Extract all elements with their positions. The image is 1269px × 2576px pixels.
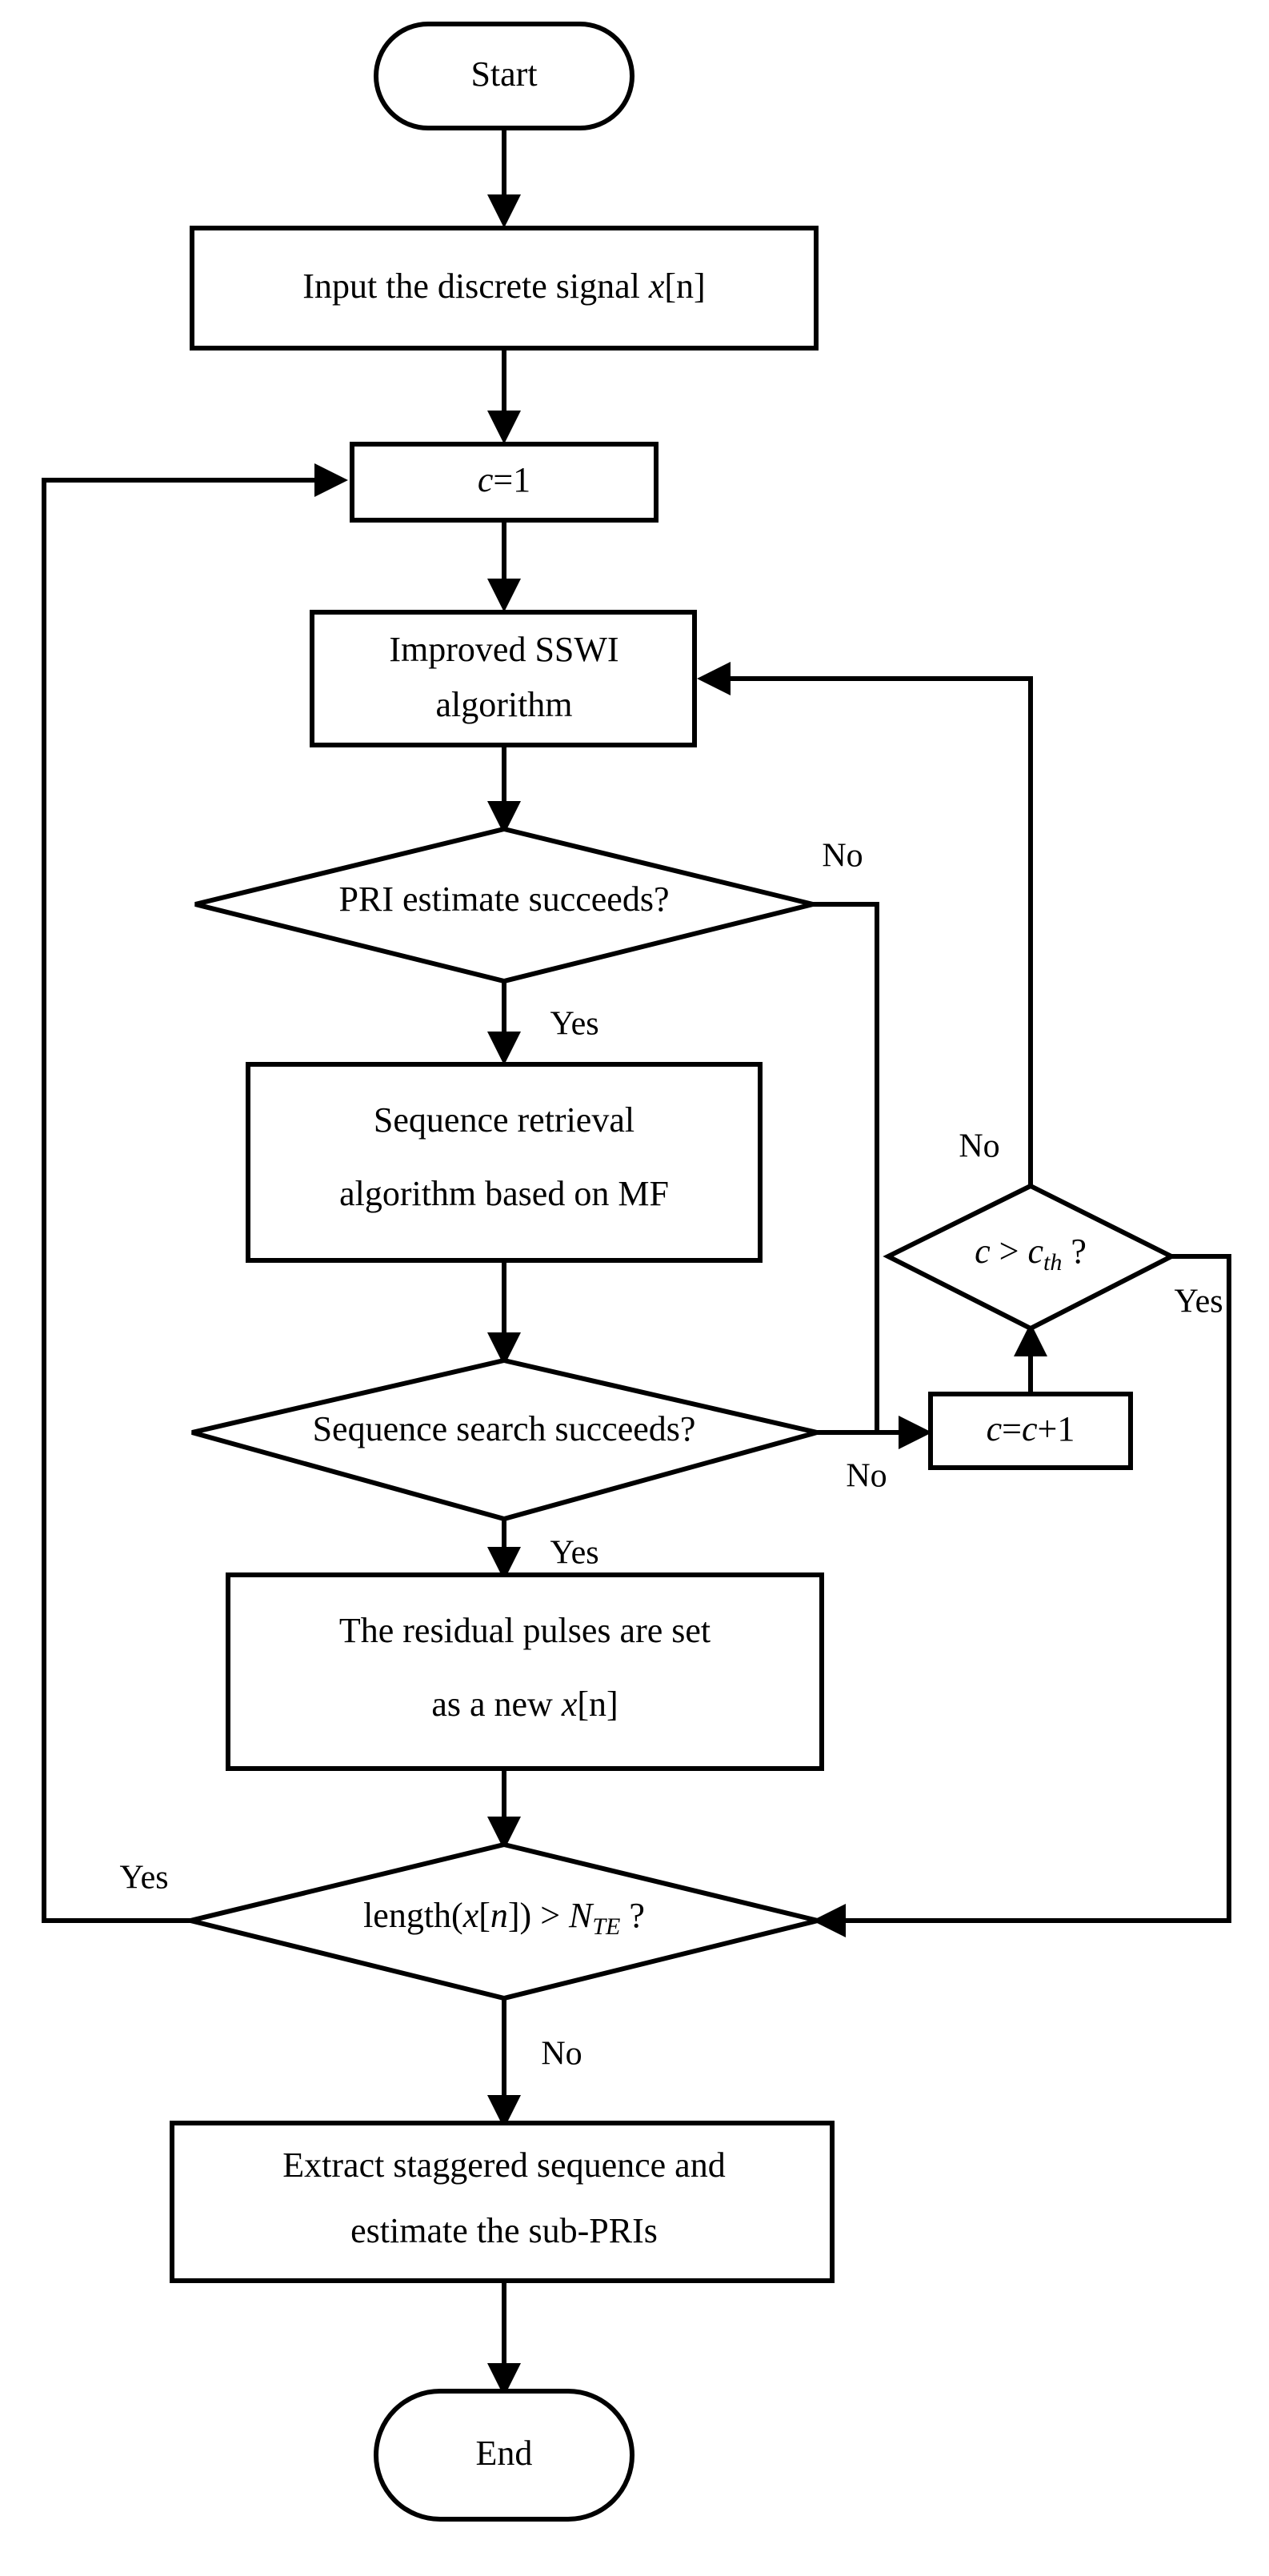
node-extract-sequence[interactable]: Extract staggered sequence and estimate … bbox=[170, 2121, 835, 2283]
residual-process-shape bbox=[226, 1572, 824, 1771]
prichk-decision-shape bbox=[194, 826, 814, 984]
lenchk-N: N bbox=[568, 1896, 594, 1935]
label-lenchk-yes: Yes bbox=[119, 1860, 168, 1897]
input-label-x: x bbox=[648, 266, 665, 306]
connector-layer bbox=[42, 128, 1231, 2397]
node-sswi-algorithm[interactable]: Improved SSWI algorithm bbox=[310, 610, 697, 747]
lenchk-n: n bbox=[490, 1896, 508, 1935]
seqsearch-label: Sequence search succeeds? bbox=[313, 1409, 696, 1448]
node-counter-init[interactable]: c=1 bbox=[350, 442, 659, 523]
node-end[interactable]: End bbox=[374, 2389, 634, 2522]
node-input-signal[interactable]: Input the discrete signal x[n] bbox=[190, 226, 819, 351]
node-length-check[interactable]: length(x[n]) > NTE ? bbox=[190, 1841, 819, 2001]
input-label-prefix: Input the discrete signal bbox=[302, 266, 649, 306]
sswi-process-shape bbox=[310, 610, 697, 747]
input-label-suffix: [n] bbox=[664, 266, 705, 306]
edge-lenchk-yes-to-cinit bbox=[42, 463, 348, 1923]
cinit-process-shape bbox=[350, 442, 659, 523]
cincr-label: c=c+1 bbox=[987, 1409, 1075, 1448]
node-residual-pulses[interactable]: The residual pulses are set as a new x[n… bbox=[226, 1572, 824, 1771]
lenchk-prefix: length( bbox=[363, 1896, 463, 1935]
end-terminator-shape bbox=[374, 2389, 634, 2522]
residual-label-line2: as a new x[n] bbox=[431, 1685, 618, 1724]
label-seqsearch-no: No bbox=[846, 1458, 887, 1495]
label-cthchk-no: No bbox=[959, 1128, 999, 1165]
label-lenchk-no: No bbox=[541, 2036, 582, 2073]
label-seqsearch-yes: Yes bbox=[550, 1535, 598, 1572]
cincr-c2: c bbox=[1022, 1409, 1038, 1448]
cinit-var: c bbox=[478, 460, 494, 499]
node-pri-estimate-check[interactable]: PRI estimate succeeds? bbox=[194, 826, 814, 984]
input-label: Input the discrete signal x[n] bbox=[302, 266, 705, 306]
cthchk-gt: > bbox=[991, 1232, 1028, 1271]
lenchk-x: x bbox=[462, 1896, 479, 1935]
cthchk-c2: c bbox=[1027, 1232, 1043, 1271]
residual-line2-c: [n] bbox=[577, 1685, 618, 1724]
label-cthchk-yes: Yes bbox=[1174, 1284, 1223, 1320]
lenchk-q: ? bbox=[620, 1896, 645, 1935]
lenchk-lb: [ bbox=[478, 1896, 490, 1935]
cthchk-sub: th bbox=[1043, 1249, 1062, 1276]
cthchk-c: c bbox=[975, 1232, 991, 1271]
prichk-label: PRI estimate succeeds? bbox=[339, 879, 670, 919]
node-start[interactable]: Start bbox=[374, 22, 634, 130]
cincr-c1: c bbox=[987, 1409, 1003, 1448]
seqretr-process-shape bbox=[246, 1062, 763, 1263]
lenchk-decision-shape bbox=[190, 1841, 819, 2001]
extract-process-shape bbox=[170, 2121, 835, 2283]
node-counter-increment[interactable]: c=c+1 bbox=[928, 1392, 1133, 1470]
node-sequence-search-check[interactable]: Sequence search succeeds? bbox=[191, 1357, 818, 1522]
end-label: End bbox=[476, 2434, 533, 2473]
seqretr-label-line2: algorithm based on MF bbox=[339, 1174, 669, 1213]
start-terminator-shape bbox=[374, 22, 634, 130]
label-prichk-yes: Yes bbox=[550, 1006, 598, 1043]
edge-cthchk-yes-to-lenchk bbox=[812, 1254, 1231, 1937]
lenchk-label: length(x[n]) > NTE ? bbox=[363, 1896, 645, 1940]
seqretr-label-line1: Sequence retrieval bbox=[374, 1100, 634, 1140]
node-sequence-retrieval[interactable]: Sequence retrieval algorithm based on MF bbox=[246, 1062, 763, 1263]
cthchk-q: ? bbox=[1062, 1232, 1087, 1271]
cthchk-label: c > cth ? bbox=[975, 1232, 1087, 1276]
node-counter-threshold-check[interactable]: c > cth ? bbox=[883, 1183, 1177, 1332]
edge-cthchk-no-to-sswi bbox=[697, 662, 1033, 1186]
extract-label-line1: Extract staggered sequence and bbox=[282, 2145, 725, 2185]
sswi-label-line1: Improved SSWI bbox=[389, 630, 618, 669]
label-prichk-no: No bbox=[822, 838, 863, 875]
cthchk-decision-shape bbox=[883, 1183, 1177, 1332]
residual-line2-x: x bbox=[561, 1685, 578, 1724]
sswi-label-line2: algorithm bbox=[435, 685, 572, 724]
input-process-shape bbox=[190, 226, 819, 351]
residual-label-line1: The residual pulses are set bbox=[339, 1611, 711, 1650]
lenchk-rest: ]) > bbox=[508, 1896, 569, 1935]
cincr-eq: = bbox=[1002, 1409, 1022, 1448]
edge-label-layer: No Yes No Yes No Yes Yes No bbox=[119, 838, 1223, 2073]
seqsearch-decision-shape bbox=[191, 1357, 818, 1522]
cinit-rest: =1 bbox=[493, 460, 530, 499]
cinit-label: c=1 bbox=[478, 460, 530, 499]
start-label: Start bbox=[470, 54, 537, 94]
extract-label-line2: estimate the sub-PRIs bbox=[350, 2211, 658, 2250]
lenchk-sub: TE bbox=[592, 1913, 620, 1940]
edge-prichk-no-down bbox=[813, 902, 879, 1432]
cincr-plus: +1 bbox=[1038, 1409, 1075, 1448]
residual-line2-a: as a new bbox=[431, 1685, 562, 1724]
cincr-process-shape bbox=[928, 1392, 1133, 1470]
